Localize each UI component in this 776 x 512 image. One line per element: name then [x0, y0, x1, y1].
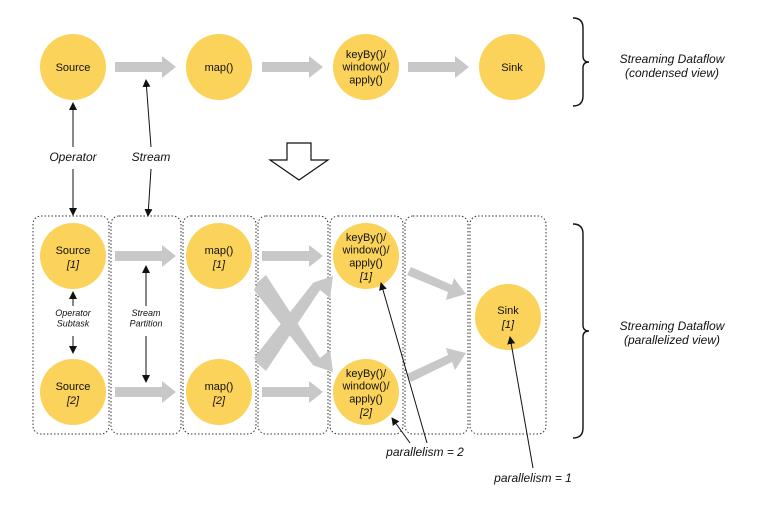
parallelism-2-pointer-kwa2 — [391, 417, 411, 444]
parallel-columns — [32, 215, 547, 435]
parallel-stream-arrows — [115, 245, 466, 403]
condensed-source-node — [40, 34, 106, 100]
map-2-node — [186, 359, 252, 425]
text-line: apply() — [349, 393, 383, 405]
arrow-map1-kwa1 — [262, 245, 323, 267]
sink-1-label: Sink — [497, 305, 519, 317]
condensed-kwa-node — [333, 34, 399, 100]
stream-pointer-up — [142, 79, 152, 148]
condensed-brace — [572, 17, 590, 107]
text-line: window()/ — [341, 381, 390, 393]
condensed-sink-node — [479, 34, 545, 100]
transform-arrow — [268, 142, 330, 181]
arrow-kwa2-sink — [407, 348, 466, 382]
text-line: Stream — [131, 308, 161, 318]
condensed-sink-label: Sink — [501, 62, 523, 74]
condensed-arrow-source-map — [115, 56, 176, 78]
text-line: apply() — [349, 257, 383, 269]
stream-callout: Stream — [132, 150, 171, 164]
sink-1-node — [475, 284, 541, 350]
parallelism-2-pointer-kwa1 — [379, 282, 428, 444]
column-stream-3 — [404, 215, 469, 435]
source-1-index: [1] — [66, 259, 80, 271]
parallelism-1-pointer — [507, 336, 534, 469]
stream-pointer-down — [144, 168, 153, 217]
text-line: keyBy()/ — [346, 232, 387, 244]
text-line: Partition — [129, 318, 162, 328]
text-line: (condensed view) — [625, 66, 719, 80]
arrow-map2-kwa2 — [262, 381, 323, 403]
map-1-index: [1] — [212, 259, 226, 271]
kwa-2-node — [333, 359, 399, 425]
operator-callout: Operator — [49, 150, 97, 164]
condensed-nodes: Source map() keyBy()/window()/apply() Si… — [40, 34, 545, 100]
text-line: Source — [56, 62, 91, 74]
column-kwa — [329, 215, 404, 435]
source-1-label: Source — [56, 245, 91, 257]
parallelism-2-label: parallelism = 2 — [385, 445, 464, 459]
condensed-arrow-map-kwa — [262, 56, 323, 78]
text-line: Streaming Dataflow — [620, 52, 726, 66]
condensed-view-label: Streaming Dataflow(condensed view) — [620, 52, 726, 80]
parallelism-1-label: parallelism = 1 — [493, 471, 572, 485]
column-map — [182, 215, 257, 435]
kwa-1-index: [1] — [359, 271, 373, 283]
text-line: apply() — [349, 74, 383, 86]
condensed-map-label: map() — [205, 62, 234, 74]
map-2-index: [2] — [212, 395, 226, 407]
text-line: Streaming Dataflow — [620, 319, 726, 333]
arrow-map2-kwa1 — [254, 276, 333, 371]
condensed-map-node — [186, 34, 252, 100]
kwa-2-label: keyBy()/window()/apply() — [341, 368, 390, 405]
parallel-brace — [572, 223, 590, 439]
arrow-src2-map2 — [115, 381, 176, 403]
text-line: Operator — [55, 308, 92, 318]
text-line: (parallelized view) — [624, 333, 720, 347]
map-1-label: map() — [205, 245, 234, 257]
kwa-1-label: keyBy()/window()/apply() — [341, 232, 390, 269]
map-1-node — [186, 223, 252, 289]
source-1-node — [40, 223, 106, 289]
source-2-label: Source — [56, 381, 91, 393]
text-line: window()/ — [341, 62, 390, 74]
kwa-2-index: [2] — [359, 407, 373, 419]
map-2-label: map() — [205, 381, 234, 393]
condensed-source-label: Source — [56, 62, 91, 74]
sink-1-index: [1] — [501, 319, 515, 331]
text-line: Sink — [501, 62, 523, 74]
column-stream-1 — [110, 215, 182, 435]
condensed-kwa-label: keyBy()/window()/apply() — [341, 49, 390, 86]
text-line: map() — [205, 62, 234, 74]
text-line: window()/ — [341, 245, 390, 257]
arrow-kwa1-sink — [407, 267, 466, 300]
condensed-arrow-kwa-sink — [408, 56, 469, 78]
condensed-stream-arrows — [115, 56, 469, 78]
arrow-src1-map1 — [115, 245, 176, 267]
source-2-node — [40, 359, 106, 425]
column-stream-2 — [257, 215, 329, 435]
source-2-index: [2] — [66, 395, 80, 407]
text-line: keyBy()/ — [346, 49, 387, 61]
parallel-nodes: Source [1] Source [2] map() [1] map() [2… — [40, 223, 541, 425]
kwa-1-node — [333, 223, 399, 289]
text-line: Subtask — [57, 318, 90, 328]
text-line: keyBy()/ — [346, 368, 387, 380]
parallel-view-label: Streaming Dataflow(parallelized view) — [620, 319, 726, 347]
